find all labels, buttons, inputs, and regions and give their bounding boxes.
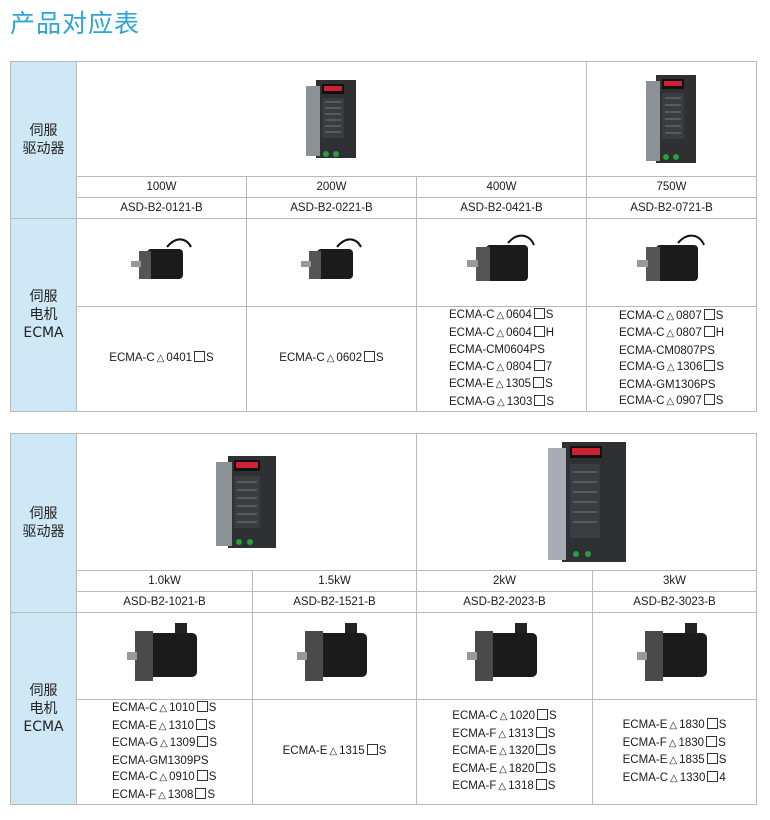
servo-motor-image [466, 234, 535, 281]
motor-image-cell [592, 612, 757, 700]
motor-image-cell [586, 218, 758, 307]
drive-model: ASD-B2-1021-B [76, 591, 253, 613]
motor-image-cell [76, 612, 253, 700]
servo-drive-image [547, 442, 626, 562]
motor-model: ECMA-CM0807PS [618, 344, 715, 357]
motor-image-cell [415, 218, 588, 307]
motor-image-cell [252, 612, 417, 700]
drive-image-cell [416, 433, 757, 571]
page-title: 产品对应表 [10, 9, 141, 38]
motor-model: ECMA-CM0604PS [448, 344, 545, 356]
servo-motor-image [636, 623, 707, 681]
servo-motor-image [466, 623, 537, 681]
label-servo-drive: 伺服驱动器 [10, 433, 77, 613]
power-rating: 200W [246, 176, 417, 198]
motor-model: ECMA-GM1306PS [618, 378, 716, 391]
power-rating: 100W [76, 176, 247, 198]
motor-image-cell [416, 612, 593, 700]
drive-model: ASD-B2-1521-B [252, 591, 417, 613]
power-rating: 400W [415, 176, 588, 198]
servo-motor-image [130, 238, 192, 279]
servo-motor-image [636, 234, 705, 281]
drive-model: ASD-B2-0121-B [76, 197, 247, 219]
motor-image-cell [76, 218, 247, 307]
drive-image-cell [76, 433, 417, 571]
servo-drive-image [305, 80, 356, 158]
power-rating: 1.0kW [76, 570, 253, 592]
drive-model: ASD-B2-0721-B [586, 197, 758, 219]
power-rating: 2kW [416, 570, 593, 592]
servo-drive-image [645, 75, 696, 163]
servo-motor-image [126, 623, 197, 681]
drive-model: ASD-B2-0421-B [415, 197, 588, 219]
drive-image-cell [75, 61, 588, 177]
product-table-1: 伺服驱动器 [10, 61, 758, 412]
servo-motor-image [300, 238, 362, 279]
power-rating: 750W [586, 176, 758, 198]
servo-drive-image [215, 456, 276, 548]
drive-model: ASD-B2-0221-B [246, 197, 417, 219]
power-rating: 3kW [592, 570, 757, 592]
motor-image-cell [246, 218, 417, 307]
motor-model: ECMA-GM1309PS [111, 754, 209, 767]
drive-model: ASD-B2-3023-B [592, 591, 757, 613]
product-table-2: 伺服驱动器 [10, 433, 757, 805]
power-rating: 1.5kW [252, 570, 417, 592]
servo-motor-image [296, 623, 367, 681]
drive-image-cell [586, 61, 758, 177]
drive-model: ASD-B2-2023-B [416, 591, 593, 613]
label-servo-drive: 伺服驱动器 [10, 61, 77, 219]
